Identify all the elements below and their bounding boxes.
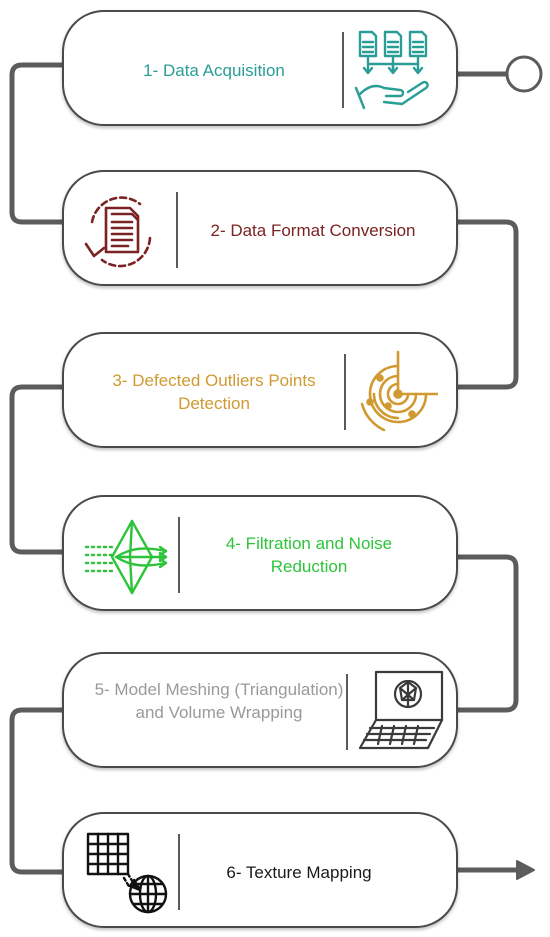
- texture-globe-icon: [84, 830, 174, 914]
- radar-detection-icon: [354, 344, 438, 438]
- step-6-divider: [178, 834, 180, 910]
- step-card-5: 5- Model Meshing (Triangulation) and Vol…: [62, 652, 458, 768]
- step-2-divider: [176, 192, 178, 268]
- step-4-label: 4- Filtration and Noise Reduction: [225, 534, 393, 576]
- step-card-1: 1- Data Acquisition: [62, 10, 458, 126]
- filter-noise-icon: [82, 517, 172, 597]
- step-1-label: 1- Data Acquisition: [143, 61, 285, 80]
- connector-2-3: [453, 219, 519, 390]
- step-6-label: 6- Texture Mapping: [226, 863, 372, 882]
- connector-4-5: [453, 554, 519, 713]
- step-card-3: 3- Defected Outliers Points Detection: [62, 332, 458, 448]
- step-5-divider: [346, 674, 348, 750]
- connector-5-6: [9, 707, 67, 875]
- step-card-6: 6- Texture Mapping: [62, 812, 458, 928]
- step-3-divider: [344, 354, 346, 430]
- laptop-mesh-icon: [356, 668, 448, 756]
- start-node: [505, 55, 543, 93]
- connector-1-2: [9, 62, 67, 225]
- connector-3-4: [9, 384, 67, 555]
- step-2-label: 2- Data Format Conversion: [210, 221, 416, 240]
- document-conversion-icon: [82, 194, 160, 268]
- step-1-divider: [342, 32, 344, 108]
- step-3-label: 3- Defected Outliers Points Detection: [112, 371, 316, 413]
- step-card-4: 4- Filtration and Noise Reduction: [62, 495, 458, 611]
- step-5-label: 5- Model Meshing (Triangulation) and Vol…: [94, 680, 344, 722]
- step-4-divider: [178, 517, 180, 593]
- data-acquisition-icon: [354, 28, 434, 112]
- end-arrowhead: [516, 860, 535, 880]
- step-card-2: 2- Data Format Conversion: [62, 170, 458, 286]
